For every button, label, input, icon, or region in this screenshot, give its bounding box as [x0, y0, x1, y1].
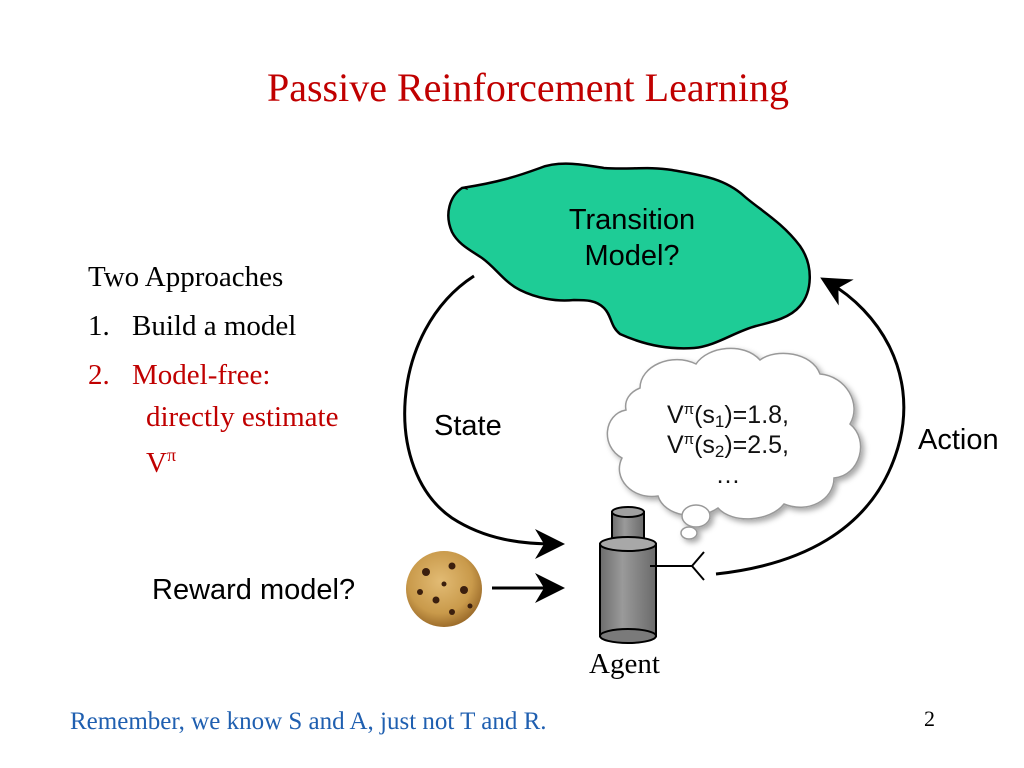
thought-text: Vπ(s1)=1.8, Vπ(s2)=2.5, …	[628, 400, 828, 490]
thought-cloud	[606, 347, 862, 540]
thought-line-3: …	[715, 461, 741, 489]
reward-model-label: Reward model?	[152, 574, 356, 606]
value-rest: )=1.8,	[724, 401, 789, 429]
action-label: Action	[918, 424, 999, 456]
slide-title: Passive Reinforcement Learning	[266, 65, 790, 110]
thought-bubble-medium	[681, 504, 711, 528]
thought-bubble-small	[680, 526, 698, 540]
transition-model-label: Transition Model?	[540, 202, 724, 274]
v-symbol: V	[146, 447, 167, 479]
value-pi: π	[683, 431, 695, 448]
transition-model-line-1: Transition	[568, 204, 696, 236]
approach-item-1: 1. Build a model	[88, 305, 296, 347]
approach-item-2-line-3: Vπ	[146, 434, 176, 484]
blob-notch	[462, 186, 468, 190]
pi-symbol: π	[166, 445, 177, 465]
value-open: (s	[694, 401, 715, 429]
value-open: (s	[694, 431, 715, 459]
value-subscript: 2	[714, 442, 725, 461]
value-pi: π	[683, 401, 695, 418]
approaches-heading: Two Approaches	[88, 261, 284, 293]
approach-item-1-number: 1.	[88, 310, 110, 342]
thought-line-1: Vπ(s1)=1.8,	[628, 400, 828, 430]
approach-item-2-number: 2.	[88, 359, 110, 391]
approach-item-1-text: Build a model	[132, 310, 297, 342]
transition-model-line-2: Model?	[584, 240, 680, 272]
approach-item-2-line-2: directly estimate	[146, 401, 339, 433]
footer-note: Remember, we know S and A, just not T an…	[70, 708, 547, 735]
state-label: State	[434, 410, 502, 442]
approach-item-2: 2. Model-free:	[88, 354, 271, 396]
cookie-icon	[406, 551, 482, 627]
value-v: V	[667, 431, 684, 459]
value-rest: )=2.5,	[724, 431, 789, 459]
value-subscript: 1	[714, 412, 725, 431]
agent-label: Agent	[589, 648, 660, 680]
transition-model-blob	[447, 162, 811, 350]
approach-item-2-line-1: Model-free:	[132, 359, 271, 391]
value-v: V	[667, 401, 684, 429]
agent-robot	[599, 506, 705, 644]
thought-line-2: Vπ(s2)=2.5,	[628, 430, 828, 460]
state-arrow	[403, 274, 565, 559]
page-number: 2	[924, 706, 935, 731]
action-arrow	[715, 277, 906, 576]
